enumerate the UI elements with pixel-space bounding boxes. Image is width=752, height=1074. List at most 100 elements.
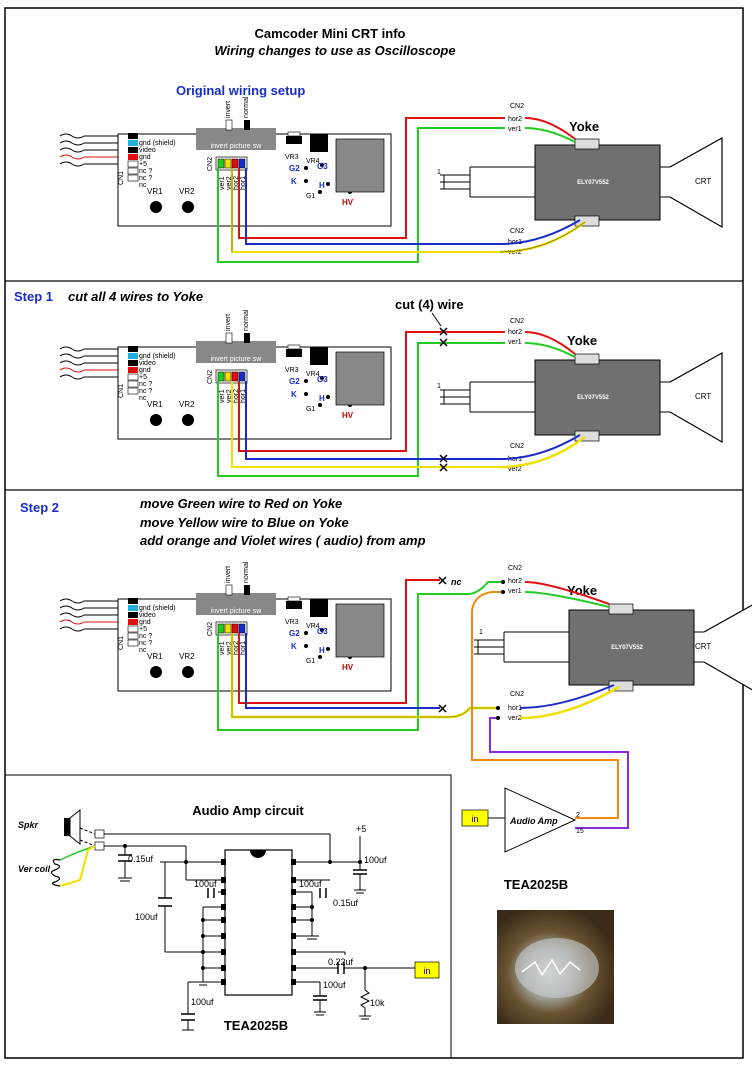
- wire-label-hor2-s2: hor2: [233, 641, 240, 655]
- cap-100f: 100uf: [323, 980, 346, 990]
- g1-label-s2: G1: [306, 658, 315, 665]
- vr4-label: VR4: [306, 158, 320, 165]
- amp-label: Audio Amp: [509, 816, 558, 826]
- yoke-ver1: ver1: [508, 126, 522, 133]
- yoke-title-s1: Yoke: [567, 333, 597, 348]
- vr1-label-s2: VR1: [147, 652, 163, 661]
- cn1-label-nc3: nc: [139, 182, 147, 189]
- wire-label-hor2-s1: hor2: [233, 389, 240, 403]
- yoke-hor1-s2: hor1: [508, 705, 522, 712]
- cap-100e: 100uf: [191, 997, 214, 1007]
- panel-step1: gnd (shield) video gnd +5 nc ? nc ? nc C…: [59, 297, 723, 477]
- yoke-cn2-bottom-s2: CN2: [510, 691, 524, 698]
- cn1-label-nc3-s2: nc: [139, 647, 147, 654]
- step2-label: Step 2: [20, 500, 59, 515]
- step2-line-3: add orange and Violet wires ( audio) fro…: [140, 533, 426, 548]
- amp-pin2: 2: [576, 812, 580, 819]
- wire-label-ver1: ver1: [219, 176, 226, 190]
- cn1-label-video-s1: video: [139, 360, 156, 367]
- yoke-ver2-s2: ver2: [508, 715, 522, 722]
- original-label: Original wiring setup: [176, 83, 305, 98]
- switch-panel-label-s2: invert picture sw: [211, 608, 263, 615]
- cn1-label-gnd-s1: gnd: [139, 367, 151, 374]
- cn1-label-gnd-shield: gnd (shield): [139, 140, 176, 147]
- h-label: H: [319, 181, 325, 190]
- cn2-label-s2: CN2: [207, 622, 214, 636]
- resistor-10k: 10k: [370, 998, 385, 1008]
- yoke-ver2: ver2: [508, 249, 522, 256]
- cn2-label: CN2: [207, 157, 214, 171]
- switch-panel-label-s1: invert picture sw: [211, 356, 263, 363]
- cn2-label-s1: CN2: [207, 370, 214, 384]
- g2-label-s2: G2: [289, 629, 300, 638]
- yoke-title: Yoke: [569, 119, 599, 134]
- cn1-label-plus5: +5: [139, 161, 147, 168]
- step1-label: Step 1: [14, 289, 53, 304]
- spkr-label: Spkr: [18, 820, 39, 830]
- yoke-hor2-s2: hor2: [508, 578, 522, 585]
- cn1-label-video: video: [139, 147, 156, 154]
- h-label-s2: H: [319, 646, 325, 655]
- cap-022: 0.22uf: [328, 957, 354, 967]
- yoke-part: ELY07V552: [577, 180, 609, 186]
- cn1-label-gnd-shield-s1: gnd (shield): [139, 353, 176, 360]
- cn1-label-s2: CN1: [118, 636, 125, 650]
- pin1-label-s1: 1: [437, 383, 441, 390]
- yoke-cn2-top-s2: CN2: [508, 565, 522, 572]
- k-label-s1: K: [291, 390, 297, 399]
- k-label-s2: K: [291, 642, 297, 651]
- amp-input-label: in: [471, 814, 478, 824]
- ver-coil-label: Ver coil: [18, 864, 51, 874]
- cn1-label-s1: CN1: [118, 384, 125, 398]
- switch-invert-label: invert: [225, 101, 232, 118]
- vr2-label: VR2: [179, 187, 195, 196]
- cn1-label-video-s2: video: [139, 612, 156, 619]
- cn1-label-plus5-s1: +5: [139, 374, 147, 381]
- vr4-label-s2: VR4: [306, 623, 320, 630]
- g2-label-s1: G2: [289, 377, 300, 386]
- circuit-chip-label: TEA2025B: [224, 1018, 288, 1033]
- k-label: K: [291, 177, 297, 186]
- yoke-cn2-top: CN2: [510, 103, 524, 110]
- crt-label-s1: CRT: [695, 392, 711, 401]
- yoke-title-s2: Yoke: [567, 583, 597, 598]
- hv-label-s2: HV: [342, 663, 354, 672]
- amp-pin15: 15: [576, 828, 584, 835]
- yoke-hor2-s1: hor2: [508, 329, 522, 336]
- yoke-cn2-bottom: CN2: [510, 228, 524, 235]
- cap-100d: 100uf: [364, 855, 387, 865]
- page-subtitle: Wiring changes to use as Oscilloscope: [214, 43, 455, 58]
- pin1-label: 1: [437, 169, 441, 176]
- h-label-s1: H: [319, 394, 325, 403]
- vr3-label-s2: VR3: [285, 619, 299, 626]
- yoke-part-s1: ELY07V552: [577, 395, 609, 401]
- cn1-label-nc1-s2: nc ?: [139, 633, 152, 640]
- switch-normal-label: normal: [243, 96, 250, 118]
- wire-label-ver1-s1: ver1: [219, 389, 226, 403]
- vr2-label-s2: VR2: [179, 652, 195, 661]
- vr1-label: VR1: [147, 187, 163, 196]
- page-title: Camcoder Mini CRT info: [255, 26, 406, 41]
- circuit-title: Audio Amp circuit: [192, 803, 304, 818]
- vr2-label-s1: VR2: [179, 400, 195, 409]
- switch-panel-label: invert picture sw: [211, 143, 263, 150]
- step2-line-2: move Yellow wire to Blue on Yoke: [140, 515, 349, 530]
- cn1-label-gnd: gnd: [139, 154, 151, 161]
- g1-label-s1: G1: [306, 406, 315, 413]
- wire-label-ver2-s1: ver2: [226, 389, 233, 403]
- g3-label-s1: G3: [317, 375, 328, 384]
- panel-original: gnd (shield) video gnd +5 nc ? nc ? nc C…: [59, 96, 723, 263]
- yoke-part-s2: ELY07V552: [611, 645, 643, 651]
- pin1-label-s2: 1: [479, 629, 483, 636]
- circuit-frame: [4, 774, 452, 1059]
- circuit-input-box: [414, 961, 440, 979]
- cut-label: cut (4) wire: [395, 297, 464, 312]
- wire-label-hor2: hor2: [233, 176, 240, 190]
- cn1-label-nc1-s1: nc ?: [139, 381, 152, 388]
- vr3-label-s1: VR3: [285, 367, 299, 374]
- nc-label: nc: [451, 577, 462, 587]
- g1-label: G1: [306, 193, 315, 200]
- plus5-label: +5: [356, 824, 366, 834]
